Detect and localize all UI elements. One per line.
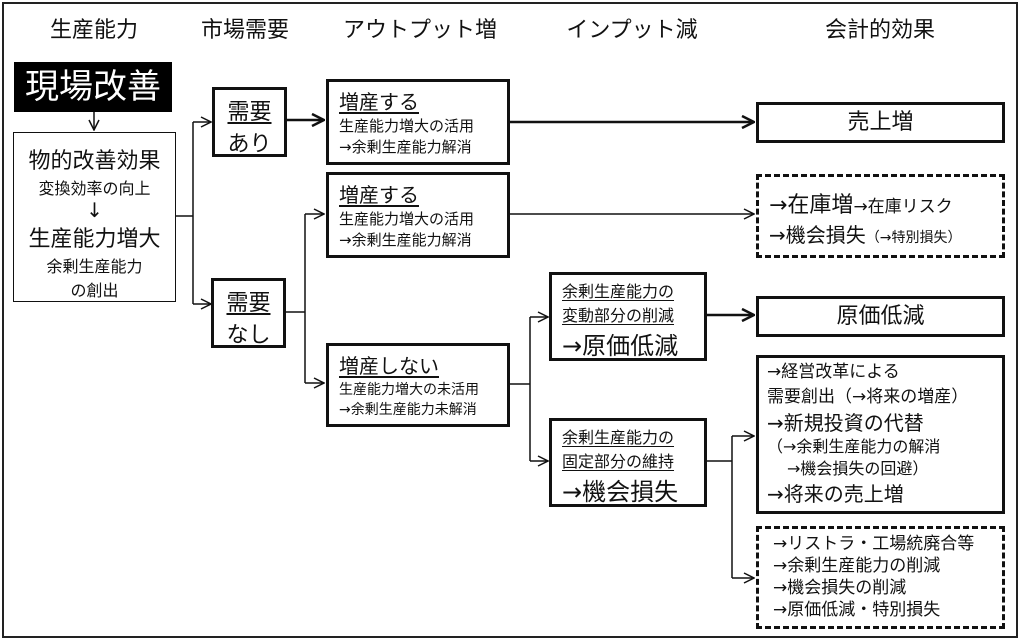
increase2-title: 増産する bbox=[339, 183, 419, 207]
effect-sales-increase: 売上増 bbox=[756, 102, 1005, 143]
effect-inventory-risk: →在庫増→在庫リスク →機会損失（→特別損失） bbox=[756, 174, 1005, 258]
increase-production-node-2: 増産する 生産能力増大の活用 →余剰生産能力解消 bbox=[326, 172, 510, 258]
no-increase-title: 増産しない bbox=[339, 354, 439, 378]
inventory-small: →在庫リスク bbox=[853, 197, 953, 217]
no-increase-node: 増産しない 生産能力増大の未活用 →余剰生産能力未解消 bbox=[326, 343, 510, 427]
demand-no-line1: 需要 bbox=[226, 291, 271, 316]
effect-management-reform: →経営改革による 需要創出（→将来の増産） →新規投資の代替 （→余剰生産能力の… bbox=[756, 355, 1005, 514]
restructure-line2: →余剰生産能力の削減 bbox=[773, 556, 941, 576]
restructure-line3: →機会損失の削減 bbox=[773, 578, 907, 598]
increase1-title: 増産する bbox=[339, 90, 419, 114]
inventory-big: →在庫増 bbox=[769, 193, 854, 218]
reform-line6: →将来の売上増 bbox=[767, 482, 904, 506]
variable-line3: →原価低減 bbox=[562, 332, 679, 360]
demand-yes-node: 需要 あり bbox=[212, 87, 287, 157]
fixed-line2: 固定部分の維持 bbox=[562, 452, 675, 471]
header-market-demand: 市場需要 bbox=[200, 18, 290, 43]
capacity-line2: 変換効率の向上 bbox=[38, 179, 151, 198]
reform-line3: →新規投資の代替 bbox=[767, 411, 924, 435]
header-input-decrease: インプット減 bbox=[566, 18, 698, 43]
reform-line2: 需要創出（→将来の増産） bbox=[767, 387, 969, 407]
fixed-keep-node: 余剰生産能力の 固定部分の維持 →機会損失 bbox=[549, 418, 707, 507]
demand-no-line2: なし bbox=[226, 323, 271, 348]
connector-capacity-split bbox=[175, 122, 194, 304]
reform-line5: →機会損失の回避） bbox=[787, 459, 929, 478]
header-output-increase: アウトプット増 bbox=[342, 18, 498, 43]
special-loss: （→特別損失） bbox=[865, 230, 962, 246]
down-arrow-icon: ↓ bbox=[86, 198, 103, 222]
header-accounting-effect: 会計的効果 bbox=[824, 18, 936, 43]
effect-restructuring: →リストラ・工場統廃合等 →余剰生産能力の削減 →機会損失の削減 →原価低減・特… bbox=[756, 526, 1005, 629]
effect-cost-reduction: 原価低減 bbox=[756, 296, 1005, 337]
restructure-line1: →リストラ・工場統廃合等 bbox=[773, 534, 975, 554]
reform-line1: →経営改革による bbox=[767, 362, 900, 382]
demand-yes-line1: 需要 bbox=[227, 100, 272, 125]
increase1-line1: 生産能力増大の活用 bbox=[339, 117, 475, 135]
capacity-node: 物的改善効果 変換効率の向上 ↓ 生産能力増大 余剰生産能力 の創出 bbox=[13, 132, 176, 302]
increase1-line2: →余剰生産能力解消 bbox=[339, 138, 472, 156]
fixed-line3: →機会損失 bbox=[562, 478, 679, 506]
start-node-genba-kaizen: 現場改善 bbox=[14, 62, 172, 112]
capacity-line4: 余剰生産能力 bbox=[46, 257, 143, 276]
capacity-line3: 生産能力増大 bbox=[28, 227, 161, 252]
increase2-line2: →余剰生産能力解消 bbox=[339, 231, 472, 249]
variable-line1: 余剰生産能力の bbox=[562, 282, 675, 301]
opportunity-loss: →機会損失 bbox=[769, 223, 866, 247]
capacity-line5: の創出 bbox=[70, 281, 119, 300]
variable-line2: 変動部分の削減 bbox=[562, 306, 675, 325]
no-increase-line1: 生産能力増大の未活用 bbox=[339, 382, 479, 398]
connector-no-increase-split bbox=[508, 317, 531, 461]
demand-no-node: 需要 なし bbox=[211, 278, 286, 348]
header-production-capacity: 生産能力 bbox=[49, 18, 139, 43]
increase-production-node-1: 増産する 生産能力増大の活用 →余剰生産能力解消 bbox=[326, 79, 510, 165]
no-increase-line2: →余剰生産能力未解消 bbox=[339, 402, 477, 418]
variable-cut-node: 余剰生産能力の 変動部分の削減 →原価低減 bbox=[549, 272, 707, 361]
connector-demand-no-split bbox=[286, 214, 306, 383]
fixed-line1: 余剰生産能力の bbox=[562, 428, 675, 447]
restructure-line4: →原価低減・特別損失 bbox=[773, 600, 941, 620]
increase2-line1: 生産能力増大の活用 bbox=[339, 210, 475, 228]
connector-fixed-split bbox=[706, 436, 733, 578]
capacity-line1: 物的改善効果 bbox=[28, 149, 161, 174]
demand-yes-line2: あり bbox=[227, 132, 272, 157]
reform-line4: （→余剰生産能力の解消 bbox=[767, 437, 941, 456]
